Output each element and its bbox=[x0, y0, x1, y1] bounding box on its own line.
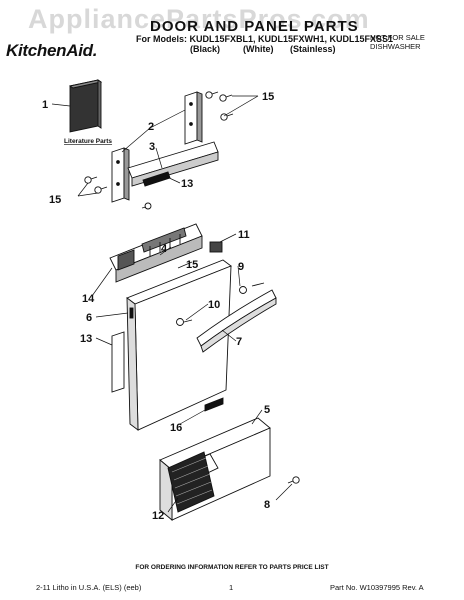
side-bracket-left bbox=[111, 147, 130, 203]
page-number: 1 bbox=[229, 583, 234, 592]
door-handle bbox=[176, 282, 277, 353]
callout-15-mid: 15 bbox=[186, 259, 198, 271]
model-list: For Models: KUDL15FXBL1, KUDL15FXWH1, KU… bbox=[136, 34, 394, 44]
screw-panel bbox=[141, 202, 152, 210]
color-black: (Black) bbox=[190, 44, 221, 54]
callout-10: 10 bbox=[208, 299, 220, 311]
control-console bbox=[109, 223, 203, 283]
callout-14: 14 bbox=[82, 293, 95, 305]
callout-6: 6 bbox=[86, 312, 92, 324]
callout-13-lower: 13 bbox=[80, 333, 92, 345]
bottom-kick-panel bbox=[159, 417, 271, 521]
corner-note-1: NOT FOR SALE bbox=[370, 33, 425, 42]
callout-5: 5 bbox=[264, 404, 270, 416]
brand-logo: KitchenAid. bbox=[6, 41, 98, 60]
small-bracket bbox=[209, 241, 223, 253]
callout-12: 12 bbox=[152, 510, 164, 522]
litho-note: 2-11 Litho in U.S.A. (ELS) (eeb) bbox=[36, 583, 142, 592]
literature-parts-label: Literature Parts bbox=[64, 138, 112, 145]
screws-top bbox=[205, 91, 234, 121]
vent-strip bbox=[204, 397, 224, 412]
callout-1: 1 bbox=[42, 99, 48, 111]
corner-note-2: DISHWASHER bbox=[370, 42, 421, 51]
callout-9: 9 bbox=[238, 261, 244, 273]
callout-3: 3 bbox=[149, 141, 155, 153]
screws-left bbox=[84, 176, 108, 194]
literature-booklet bbox=[68, 79, 103, 133]
callout-8: 8 bbox=[264, 499, 270, 511]
color-stainless: (Stainless) bbox=[290, 44, 336, 54]
page-title: DOOR AND PANEL PARTS bbox=[150, 18, 359, 35]
callout-11: 11 bbox=[238, 229, 250, 241]
callout-16: 16 bbox=[170, 422, 182, 434]
callout-13-top: 13 bbox=[181, 178, 193, 190]
side-bracket-right bbox=[184, 91, 203, 145]
callout-15-left: 15 bbox=[49, 194, 61, 206]
callout-2: 2 bbox=[148, 121, 154, 133]
screw-bottom bbox=[287, 476, 300, 484]
watermark: AppliancePartsPros.com bbox=[28, 4, 370, 34]
callout-7: 7 bbox=[236, 336, 242, 348]
color-white: (White) bbox=[243, 44, 274, 54]
callout-15-top: 15 bbox=[262, 91, 274, 103]
callout-4: 4 bbox=[161, 243, 168, 255]
outer-door-panel bbox=[126, 259, 232, 431]
insulation-pad bbox=[111, 331, 125, 393]
part-number: Part No. W10397995 Rev. A bbox=[330, 583, 424, 592]
ordering-note: FOR ORDERING INFORMATION REFER TO PARTS … bbox=[135, 564, 329, 571]
upper-panel-strip bbox=[127, 141, 219, 187]
